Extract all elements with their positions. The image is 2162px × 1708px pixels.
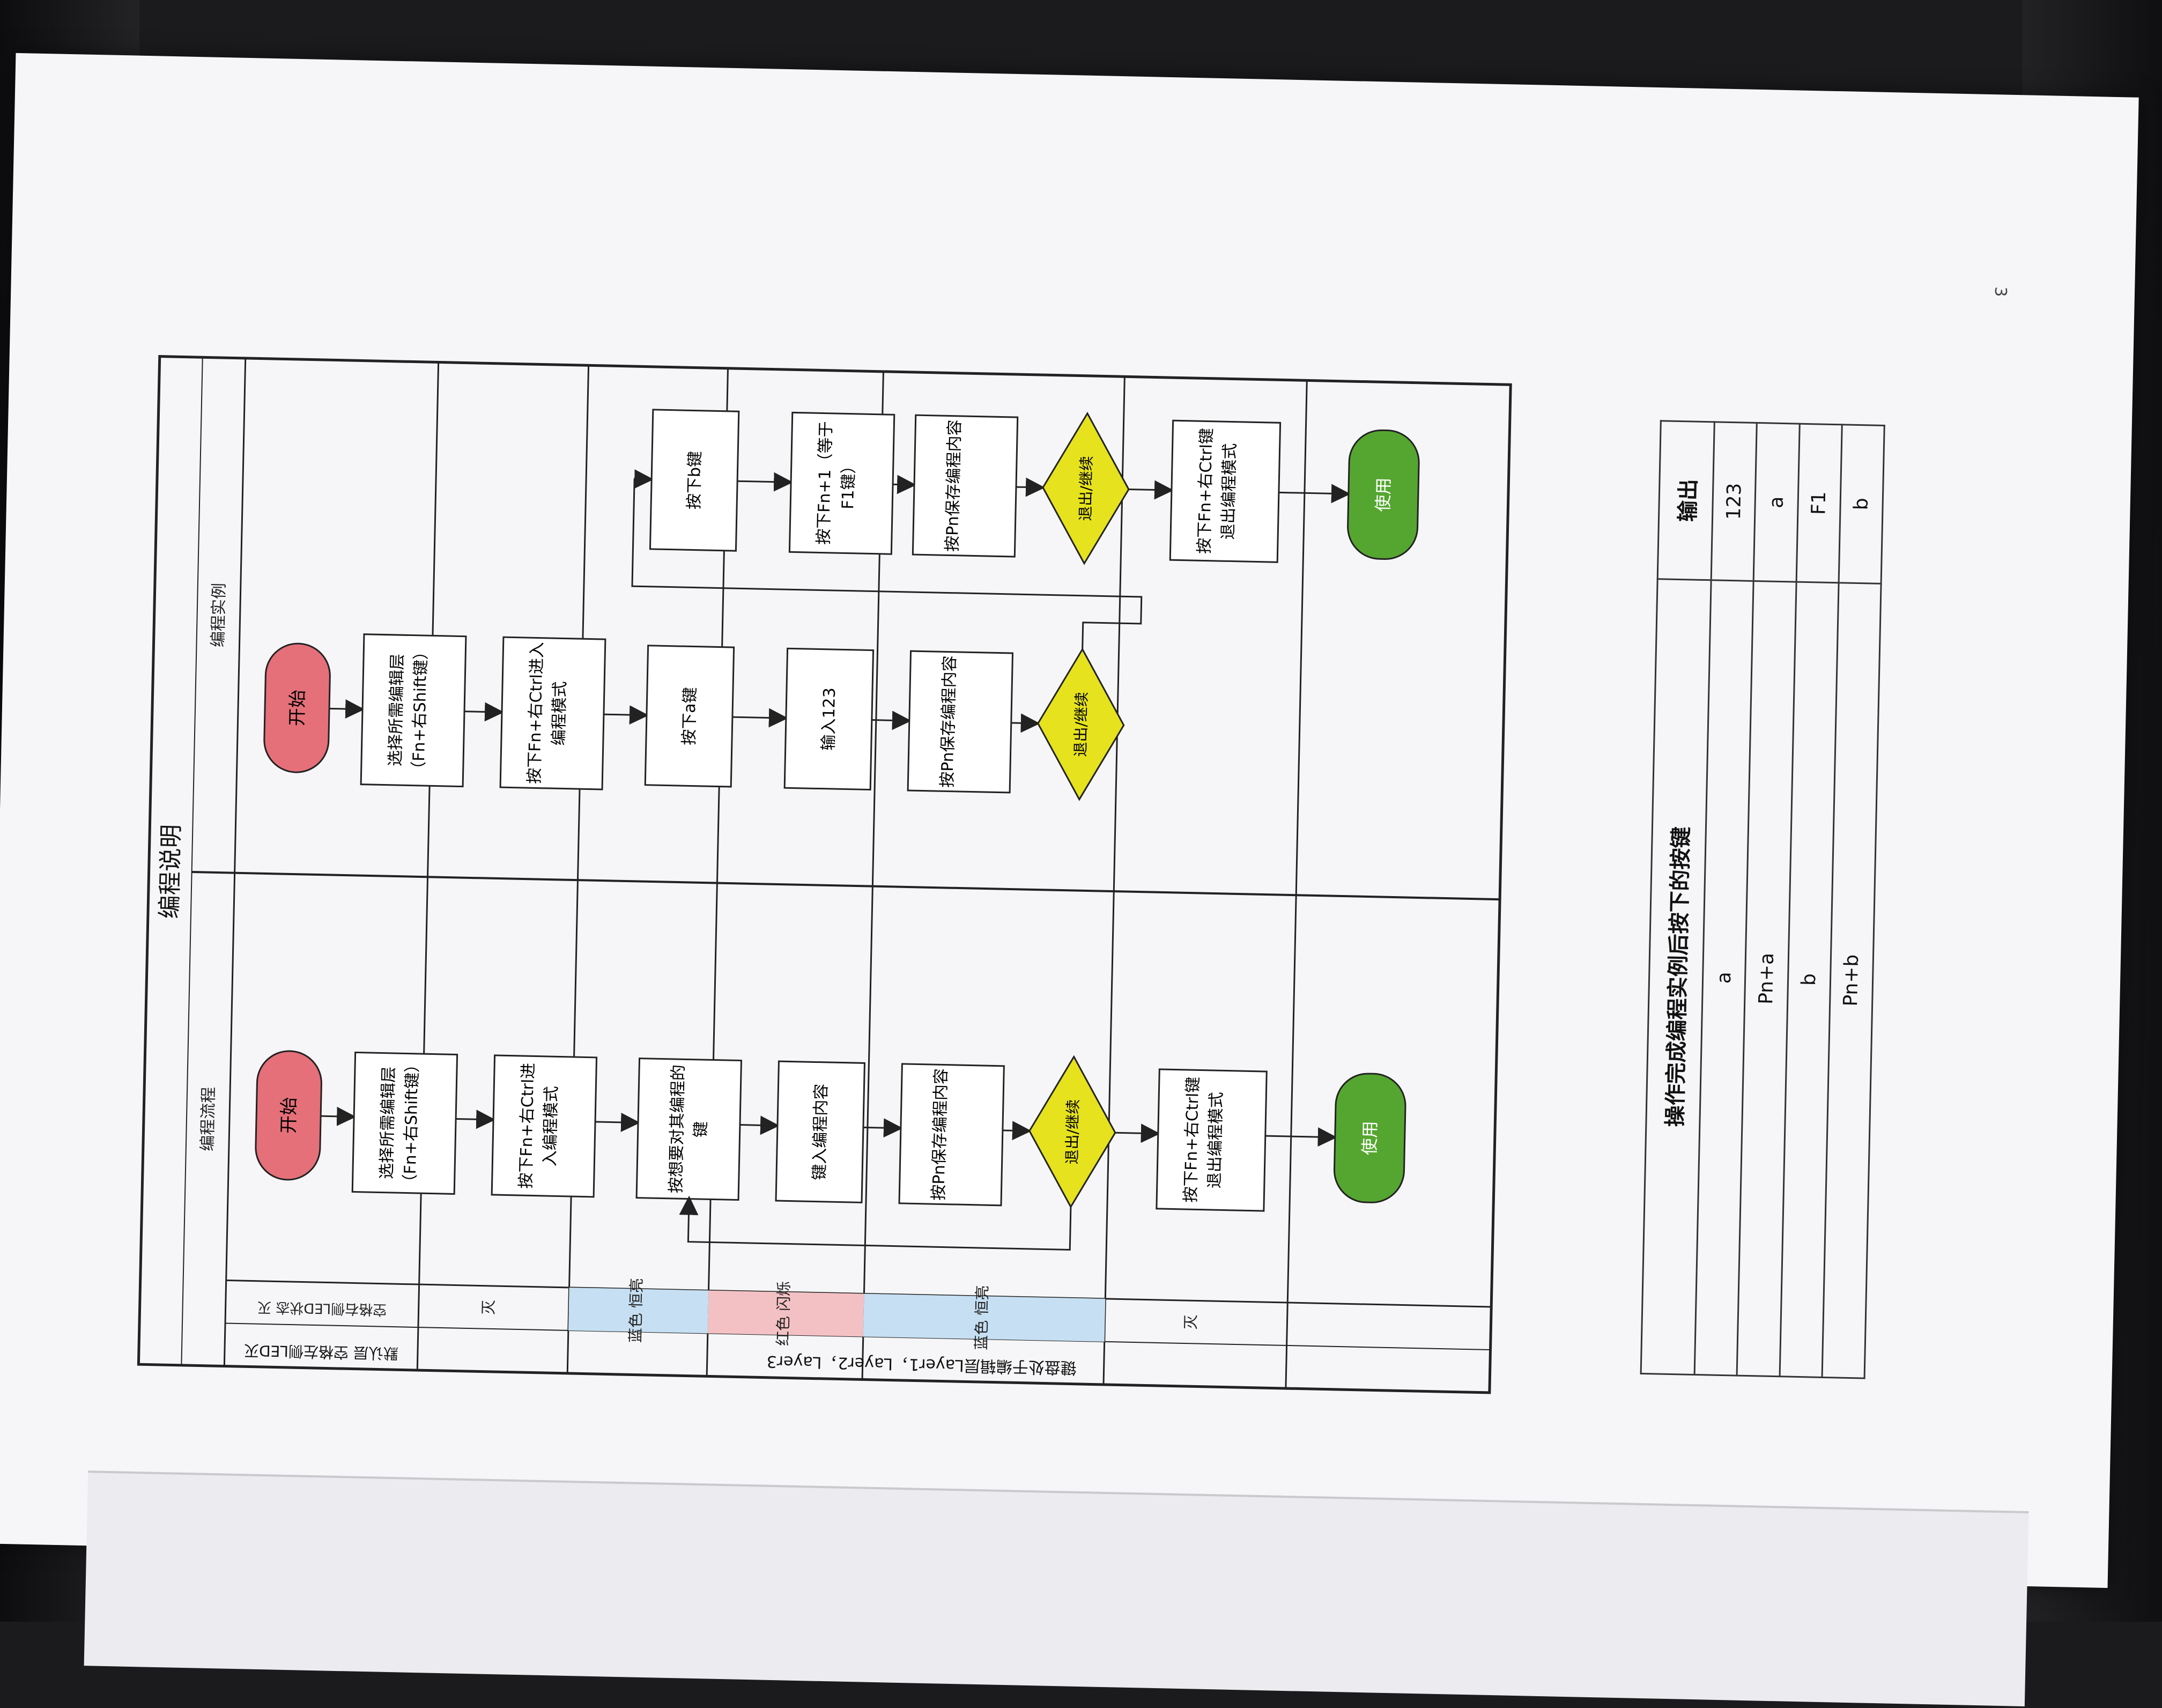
flow-step6: [1156, 1068, 1268, 1212]
flow-step3-label: 按想要对其编程的键: [667, 1064, 711, 1194]
status-off-2: 灭: [1182, 1314, 1200, 1330]
example-a-decision: [1037, 647, 1125, 801]
lane-label-flow: 编程流程: [198, 1086, 219, 1151]
table-cell: b: [1838, 424, 1885, 583]
flow-start-label: 开始: [278, 1097, 300, 1134]
diagram-frame: [137, 355, 1512, 1394]
table-cell: a: [1753, 423, 1800, 582]
lane-blue-2: [863, 1293, 1106, 1342]
lane-blue-1: [568, 1287, 709, 1334]
flow-step4: [775, 1060, 865, 1203]
output-table: 操作完成编程实例后按下的按键 输出 a 123 Pn+a a b F1 Pn+b: [1640, 420, 1885, 1379]
flow-end: [1333, 1073, 1406, 1203]
status-default-layer: 默认层 空格左侧LED灭: [244, 1341, 398, 1362]
example-a-decision-label: 退出/继续: [1071, 692, 1091, 757]
status-edit-layer: 键盘处于编辑层Layer1，Layer2，Layer3: [766, 1352, 1077, 1377]
lane-red: [707, 1290, 864, 1337]
flow-step2-label: 按下Fn+右Ctrl进入编程模式: [516, 1062, 561, 1189]
status-off-1: 灭: [479, 1299, 498, 1315]
status-blue-2: 蓝色 恒亮: [972, 1285, 991, 1350]
table-cell: F1: [1796, 424, 1842, 583]
flow-step1: [351, 1051, 458, 1195]
status-red: 红色 闪烁: [774, 1281, 793, 1347]
example-a-input-label: 输入123: [819, 687, 839, 751]
example-a-save-label: 按Pn保存编程内容: [938, 655, 960, 788]
flow-step2: [491, 1054, 598, 1198]
status-blue-1: 蓝色 恒亮: [626, 1278, 646, 1343]
example-end: [1347, 429, 1420, 560]
status-default-led: 空格右侧LED状态 灭: [257, 1299, 387, 1318]
flow-step5: [898, 1063, 1005, 1207]
flow-step1-label: 选择所需编辑层（Fn+右Shift键）: [377, 1056, 423, 1191]
table-cell: 123: [1711, 422, 1757, 581]
example-a-key-label: 按下a键: [680, 687, 700, 745]
example-end-label: 使用: [1373, 477, 1394, 512]
flow-decision-label: 退出/继续: [1063, 1099, 1083, 1165]
example-step2-label: 按下Fn+右Ctrl进入编程模式: [525, 641, 570, 785]
table-header-output: 输出: [1657, 420, 1715, 580]
printed-content: 编程说明 编程流程 编程实例 默认层 空格左侧LED灭 空格右侧LED状态 灭 …: [117, 319, 2026, 1419]
flowchart: 编程说明 编程流程 编程实例 默认层 空格左侧LED灭 空格右侧LED状态 灭 …: [117, 319, 1554, 1410]
diagram-title: 编程说明: [156, 824, 186, 919]
example-b-input-label: 按下Fn+1（等于F1键）: [814, 421, 859, 545]
flow-end-label: 使用: [1359, 1121, 1380, 1156]
example-b-decision-label: 退出/继续: [1077, 456, 1096, 521]
example-exit-label: 按下Fn+右Ctrl键退出编程模式: [1195, 427, 1240, 554]
example-b-key-label: 按下b键: [685, 451, 705, 510]
flow-step5-label: 按Pn保存编程内容: [929, 1068, 951, 1201]
example-start-label: 开始: [286, 690, 308, 727]
example-step1-label: 选择所需编辑层（Fn+右Shift键）: [386, 643, 431, 778]
booklet-page: 3: [0, 53, 2139, 1706]
booklet-spine: [84, 1470, 2029, 1706]
flow-step6-label: 按下Fn+右Ctrl键退出编程模式: [1181, 1076, 1226, 1203]
example-b-save-label: 按Pn保存编程内容: [943, 419, 965, 552]
page-number: 3: [1990, 286, 2010, 297]
flow-step4-label: 键入编程内容: [810, 1083, 831, 1180]
lane-label-example: 编程实例: [209, 583, 229, 648]
